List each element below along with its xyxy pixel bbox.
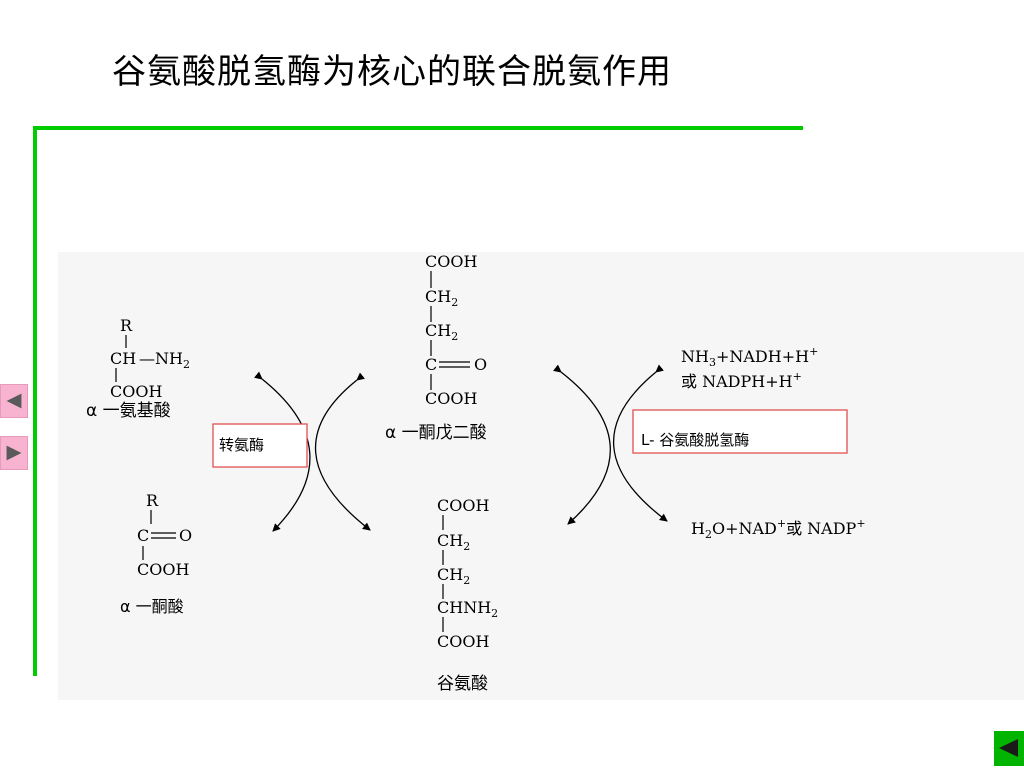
- glu-cooh-top: COOH: [437, 496, 489, 515]
- products-bottom: H2O+NAD+或 NADP+: [691, 517, 866, 541]
- amino-acid-name: α 一氨基酸: [86, 401, 171, 421]
- transaminase-arrow-left: [254, 371, 311, 532]
- glu-ch2-1: CH2: [437, 531, 470, 553]
- glu-chnh-label: CHNH: [437, 598, 491, 617]
- gdh-arrow-right: [612, 364, 668, 522]
- product-nadp: 或 NADP: [786, 519, 856, 538]
- akg-cooh-top: COOH: [425, 252, 477, 271]
- akg-o: O: [474, 355, 487, 374]
- akg-name: α 一酮戊二酸: [385, 423, 487, 443]
- amino-acid-structure: R CH —NH2 COOH α 一氨基酸: [86, 316, 190, 421]
- back-button[interactable]: [994, 731, 1024, 766]
- alpha-ketoglutarate-structure: COOH CH2 CH2 C O COOH α 一酮戊二酸: [385, 252, 487, 443]
- keto-acid-o: O: [179, 526, 192, 545]
- product-h-sup: +: [809, 345, 818, 358]
- right-triangle-icon: [6, 445, 22, 461]
- glu-ch2-2: CH2: [437, 565, 470, 587]
- amino-acid-nh2-sub: 2: [183, 358, 190, 371]
- glu-ch2-2-label: CH: [437, 565, 463, 584]
- akg-ch2-1-sub: 2: [451, 296, 458, 309]
- akg-cooh-bottom: COOH: [425, 389, 477, 408]
- keto-acid-r: R: [146, 491, 159, 510]
- glutamate-structure: COOH CH2 CH2 CHNH2 COOH 谷氨酸: [437, 496, 498, 694]
- keto-acid-name: α 一酮酸: [120, 597, 184, 616]
- gdh-arrow-left: [553, 364, 611, 525]
- product-nadph-line: 或 NADPH+H+: [681, 370, 802, 391]
- amino-acid-ch: CH: [110, 349, 136, 368]
- left-green-rule: [33, 126, 37, 676]
- previous-slide-button[interactable]: [0, 384, 28, 418]
- transaminase-arrows: [254, 371, 371, 532]
- akg-c: C: [425, 355, 437, 374]
- product-nad-sup: +: [777, 517, 786, 530]
- gdh-box: L- 谷氨酸脱氢酶: [632, 409, 848, 454]
- amino-acid-nh2: —NH2: [139, 349, 190, 371]
- next-slide-button[interactable]: [0, 436, 28, 470]
- product-nh3-line: NH3+NADH+H+: [681, 345, 818, 369]
- transaminase-label: 转氨酶: [219, 436, 264, 454]
- keto-acid-cooh: COOH: [137, 560, 189, 579]
- diagram-panel: [58, 252, 1024, 700]
- product-h2o-line: H2O+NAD+或 NADP+: [691, 517, 866, 541]
- glu-chnh2: CHNH2: [437, 598, 498, 620]
- product-h: H: [691, 519, 705, 538]
- slide-title: 谷氨酸脱氢酶为核心的联合脱氨作用: [112, 52, 672, 92]
- left-triangle-icon: [6, 393, 22, 409]
- product-o-nad: O+NAD: [712, 519, 777, 538]
- akg-ch2-2-sub: 2: [451, 330, 458, 343]
- left-triangle-icon: [999, 739, 1018, 757]
- glu-chnh2-sub: 2: [491, 607, 498, 620]
- amino-acid-r: R: [120, 316, 133, 335]
- product-h2-sub: 2: [705, 528, 712, 541]
- glu-ch2-1-sub: 2: [463, 540, 470, 553]
- gdh-label: L- 谷氨酸脱氢酶: [641, 431, 749, 449]
- amino-acid-cooh: COOH: [110, 382, 162, 401]
- gdh-arrows: [553, 364, 668, 525]
- keto-acid-structure: R C O COOH α 一酮酸: [120, 491, 192, 616]
- keto-acid-c: C: [137, 526, 149, 545]
- glu-name: 谷氨酸: [437, 674, 488, 694]
- product-nh: NH: [681, 347, 709, 366]
- top-green-rule: [33, 126, 803, 130]
- akg-ch2-2: CH2: [425, 321, 458, 343]
- product-nh3-sub: 3: [709, 356, 716, 369]
- product-nadph-sup: +: [793, 370, 802, 383]
- akg-ch2-1: CH2: [425, 287, 458, 309]
- glu-ch2-1-label: CH: [437, 531, 463, 550]
- product-nadh: +NADH+H: [716, 347, 809, 366]
- amino-acid-nh-label: —NH: [139, 349, 183, 368]
- akg-ch2-2-label: CH: [425, 321, 451, 340]
- product-nadph: 或 NADPH+H: [681, 372, 793, 391]
- product-nadp-sup: +: [856, 517, 865, 530]
- products-top: NH3+NADH+H+ 或 NADPH+H+: [681, 345, 818, 391]
- transaminase-box: 转氨酶: [212, 423, 308, 468]
- transaminase-arrow-right: [314, 372, 371, 531]
- glu-cooh-bottom: COOH: [437, 632, 489, 651]
- akg-ch2-1-label: CH: [425, 287, 451, 306]
- glu-ch2-2-sub: 2: [463, 574, 470, 587]
